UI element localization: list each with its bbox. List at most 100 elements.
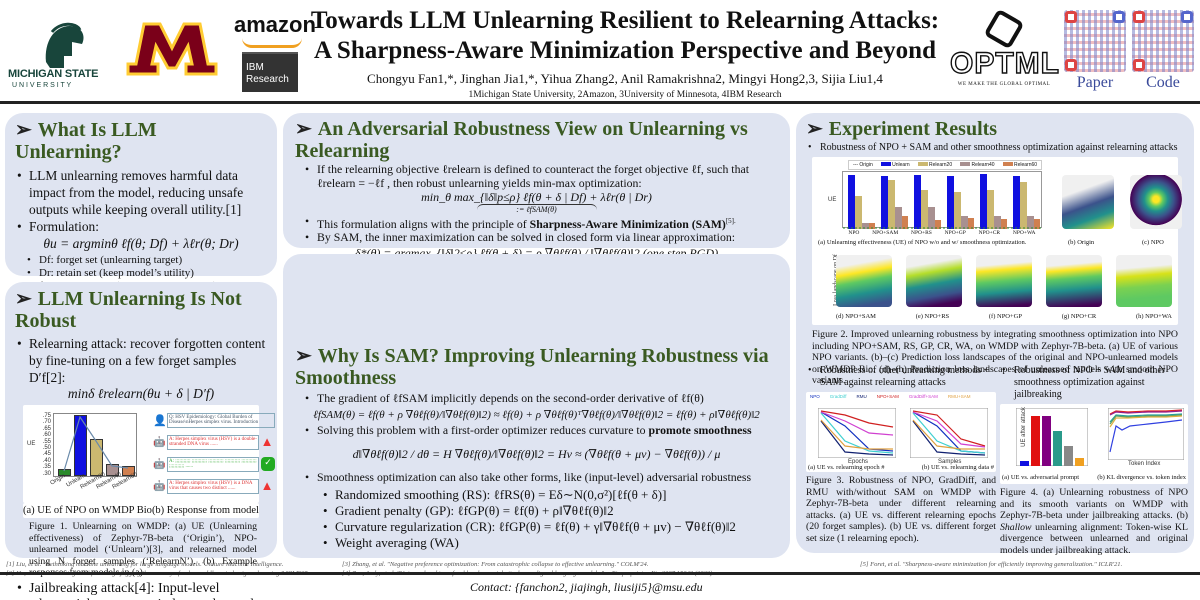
arrow-bullet-icon: ➢ — [15, 119, 32, 141]
bullet-item: The gradient of ℓfSAM implicitly depends… — [303, 391, 778, 406]
warning-icon: ▲ — [260, 434, 274, 449]
fig2h-label: (h) NPO+WA — [1135, 313, 1172, 320]
bullet-list: LLM unlearning removes harmful data impa… — [15, 167, 267, 235]
msu-university: U N I V E R S I T Y — [12, 82, 72, 89]
ibm-research-logo: IBM Research — [242, 52, 298, 92]
figure-2: --- Origin Unlearn Relearn20 Relearn40 R… — [812, 157, 1182, 325]
bullet-list: If the relearning objective ℓrelearn is … — [295, 162, 778, 190]
umn-logo — [124, 18, 220, 78]
bullet-list: Robustness of other unlearning methods +… — [806, 365, 996, 389]
legend-relearn20: Relearn20 — [917, 162, 952, 168]
response-origin: 🤖 A: Herpes simplex virus (HSV) is a dou… — [153, 431, 275, 453]
bullet-item: Smoothness optimization can also take ot… — [303, 470, 778, 485]
title-line-2: A Sharpness-Aware Minimization Perspecti… — [314, 37, 936, 64]
optml-cube-icon — [983, 8, 1025, 50]
bullet-item: This formulation aligns with the princip… — [303, 215, 778, 231]
section-experiments: ➢Experiment Results Robustness of NPO + … — [796, 113, 1194, 556]
trend-line — [63, 415, 129, 472]
caption-emphasis: Shallow — [1000, 521, 1032, 533]
references-col-3: [5] Foret, et al. "Sharpness-aware minim… — [860, 560, 1122, 569]
bullet-item: Solving this problem with a first-order … — [303, 422, 778, 438]
section-title: ➢Experiment Results — [806, 118, 1184, 140]
fig3a-label: (a) UE vs. relearning epoch # — [808, 464, 885, 471]
shield-check-icon: ✓ — [261, 457, 275, 471]
bullet-item: LLM unlearning removes harmful data impa… — [15, 167, 267, 218]
legend-rmu-sam: RMU+SAM — [947, 394, 971, 399]
caption-text: Figure 4. (a) Unlearning robustness of N… — [1000, 487, 1188, 521]
section-title: ➢What Is LLM Unlearning? — [15, 119, 267, 163]
response-text: Q: HSV Epidemiology: Global Burden of Di… — [167, 412, 275, 428]
model-responses: 👤 Q: HSV Epidemiology: Global Burden of … — [153, 409, 275, 497]
bullet-item: Robustness of NPO + SAM and other smooth… — [1000, 365, 1188, 401]
sub-bullet-item: Gradient penalty (GP): ℓfGP(θ) = ℓf(θ) +… — [321, 503, 778, 519]
qr-finder-icon — [1133, 59, 1145, 71]
qr-finder-icon — [1113, 11, 1125, 23]
amazon-wordmark: amazon — [234, 12, 316, 37]
paper-qr-code[interactable] — [1064, 10, 1126, 72]
fig-b-label: (b) Response from model — [151, 505, 259, 516]
fig2g-label: (g) NPO+CR — [1061, 313, 1097, 320]
section-title: ➢LLM Unlearning Is Not Robust — [15, 288, 267, 332]
qr-finder-icon — [1181, 11, 1193, 23]
reference-5: [5] Foret, et al. "Sharpness-aware minim… — [860, 561, 1123, 568]
bullet-list: This formulation aligns with the princip… — [295, 215, 778, 245]
loss-landscape-npo-cr — [1046, 255, 1102, 307]
legend-relearn60: Relearn60 — [1002, 162, 1037, 168]
legend-rmu: RMU — [856, 394, 867, 399]
qr-finder-icon — [1133, 11, 1145, 23]
loss-landscape-npo-sam — [836, 255, 892, 307]
poster-title-block: Towards LLM Unlearning Resilient to Rele… — [300, 6, 950, 100]
fig2c-label: (c) NPO — [1142, 239, 1164, 246]
bullet-list: Solving this problem with a first-order … — [295, 422, 778, 438]
legend-origin: --- Origin — [853, 162, 873, 168]
text: This formulation aligns with the princip… — [317, 216, 530, 231]
loss-landscape-npo-gp — [976, 255, 1032, 307]
ibm-text: IBM — [246, 62, 264, 73]
fig4a-bar-chart — [1016, 408, 1088, 466]
arrow-bullet-icon: ➢ — [15, 288, 32, 310]
fig3b-line-chart — [910, 408, 988, 458]
section-title-text: An Adversarial Robustness View on Unlear… — [295, 118, 748, 162]
section-not-robust: ➢LLM Unlearning Is Not Robust Relearning… — [5, 282, 277, 600]
response-text: A: ;;;;;;;;;;; ;;;;;;;;;;; ;;;;;;;;;;; ;… — [167, 456, 259, 472]
loss-landscape-npo-rs — [906, 255, 962, 307]
response-unlearn: 🤖 A: ;;;;;;;;;;; ;;;;;;;;;;; ;;;;;;;;;;;… — [153, 453, 275, 475]
legend-relearn40: Relearn40 — [960, 162, 995, 168]
bar-unlearn — [74, 415, 87, 476]
legend-graddiff-sam: GradDiff+SAM — [908, 394, 938, 399]
response-text: A: Herpes simplex virus (HSV) is a DNA v… — [167, 478, 259, 494]
section-why-sam: ➢Why Is SAM? Improving Unlearning Robust… — [283, 254, 790, 558]
msu-name: MICHIGAN STATE — [8, 68, 99, 80]
qr-finder-icon — [1065, 59, 1077, 71]
bullet-list: Robustness of NPO + SAM and other smooth… — [1000, 365, 1188, 401]
figure-3-column: Robustness of other unlearning methods +… — [806, 365, 996, 544]
equation-underbrace: := ℓfSAM(θ) — [476, 204, 597, 215]
fig2a-x-ticks: NPO NPO+SAM NPO+RS NPO+GP NPO+CR NPO+WA — [842, 230, 1042, 236]
figure-4-caption: Figure 4. (a) Unlearning robustness of N… — [1000, 487, 1188, 556]
research-text: Research — [246, 74, 289, 85]
fig4b-line-chart — [1108, 408, 1184, 460]
bar-relearn20 — [90, 439, 103, 476]
qr-finder-icon — [1065, 11, 1077, 23]
paper-qr-label: Paper — [1076, 74, 1114, 91]
equation-relearn: minδ ℓrelearn(θu + δ | D′f) — [67, 386, 215, 401]
legend-unlearn: Unlearn — [880, 162, 910, 168]
user-icon: 👤 — [153, 414, 167, 427]
robot-icon: 🤖 — [153, 436, 166, 448]
sub-bullet-item: Weight averaging (WA) — [321, 535, 778, 551]
text: Solving this problem with a first-order … — [317, 422, 649, 437]
fig2e-label: (e) NPO+RS — [915, 313, 950, 320]
code-qr-code[interactable] — [1132, 10, 1194, 72]
x-tick-label: NPO+GP — [944, 230, 966, 236]
optml-logo: OPTML WE MAKE THE GLOBAL OPTIMAL — [949, 8, 1060, 100]
section-title-text: Experiment Results — [828, 118, 998, 140]
reference-1: [1] Liu, et al. "Rethinking machine unle… — [6, 561, 284, 568]
figure-4-column: Robustness of NPO + SAM and other smooth… — [1000, 365, 1188, 556]
x-tick-label: NPO+WA — [1012, 230, 1036, 236]
bullet-item: Formulation: — [15, 218, 267, 235]
fig4-sublabels: (a) UE vs. adversarial prompt (b) KL div… — [1002, 474, 1186, 481]
contact-emails[interactable]: Contact: {fanchon2, jiajingh, liusiji5}@… — [470, 580, 703, 594]
promote-smoothness: promote smoothness — [648, 422, 752, 437]
code-qr-label: Code — [1146, 74, 1180, 91]
poster-title: Towards LLM Unlearning Resilient to Rele… — [300, 6, 950, 66]
